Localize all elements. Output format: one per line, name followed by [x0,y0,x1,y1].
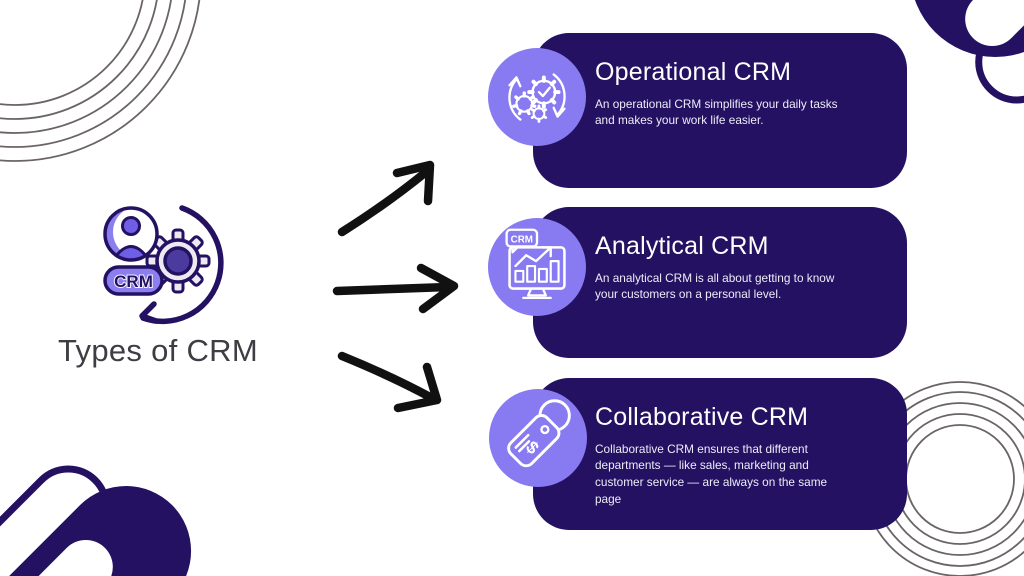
card-title: Collaborative CRM [595,403,809,431]
page-title: Types of CRM [58,333,258,368]
monitor-badge-label: CRM [511,235,533,246]
capsule-decoration-bottom-left-icon [0,465,192,576]
card-collaborative-crm: Collaborative CRM Collaborative CRM ensu… [533,378,907,530]
rings-top-left-icon [0,0,201,162]
card-operational-crm: Operational CRM An operational CRM simpl… [533,33,907,188]
capsule-decoration-top-right-icon [910,0,1024,104]
gears-sync-icon [488,48,586,146]
analytics-monitor-icon: CRM [488,218,586,316]
card-analytical-crm: Analytical CRM An analytical CRM is all … [533,207,907,358]
card-description: Collaborative CRM ensures that different… [595,441,828,506]
card-description: An analytical CRM is all about getting t… [595,270,835,302]
card-title: Analytical CRM [595,232,769,260]
card-title: Operational CRM [595,58,792,86]
card-description: An operational CRM simplifies your daily… [595,96,838,128]
price-tag-icon: $ [489,389,587,487]
